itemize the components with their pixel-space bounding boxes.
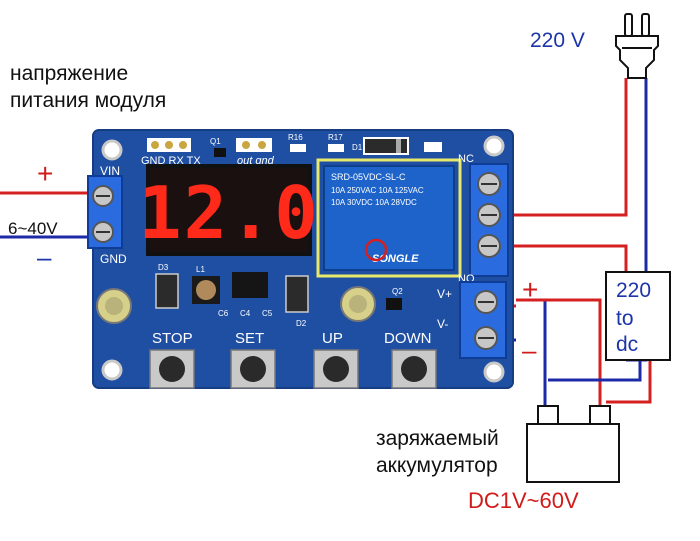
battery-label-line1: заряжаемый [376,427,499,450]
converter-plus-wire [606,360,652,404]
ref-d3: D3 [158,263,169,272]
relay-contact-marker [364,238,388,262]
supply-range-label: 6~40V [8,219,58,238]
uart-header [147,138,191,152]
diode-d3 [155,273,179,309]
transistor-q1 [214,148,226,157]
supply-minus-sign: – [37,242,52,272]
terminal-gnd-label: GND [100,252,127,266]
battery-minus-sign: – [522,335,537,365]
ref-c4: C4 [240,309,251,318]
converter-label-line1: 220 [616,279,652,302]
mounting-hole [101,139,123,161]
mains-plug-icon [615,13,659,79]
terminal-vminus-label: V- [437,317,448,331]
battery-label-line2: аккумулятор [376,454,498,477]
button-stop-label: STOP [152,330,193,347]
converter-label-line3: dc [616,333,639,356]
resistor-r17 [328,144,344,152]
button-set-label: SET [235,330,264,347]
button-stop[interactable] [149,349,195,389]
ref-q2: Q2 [392,287,403,296]
battery-plus-wire [516,298,602,410]
terminal-vplus-label: V+ [437,287,452,301]
module-supply-label-line1: напряжение [10,62,129,85]
supply-plus-sign: + [37,158,54,189]
terminal-relay [469,163,509,277]
ref-r16: R16 [288,133,303,142]
display-value: 12.0 [138,171,319,255]
terminal-vin-gnd [87,175,123,249]
converter-minus-wire [548,360,642,382]
out-header [236,138,272,152]
terminal-nc-label: NC [458,153,474,165]
button-set[interactable] [230,349,276,389]
converter-label-line2: to [616,307,634,330]
resistor-smd [424,142,442,152]
terminal-battery [459,281,507,359]
button-down-label: DOWN [384,330,432,347]
ref-c6: C6 [218,309,229,318]
mounting-hole [483,135,505,157]
relay: SRD-05VDC-SL-C 10A 250VAC 10A 125VAC 10A… [323,165,455,271]
ic-chip [232,272,268,298]
button-up[interactable] [313,349,359,389]
fuse [285,275,309,313]
diode-d1 [363,137,409,155]
battery-icon [526,405,620,483]
resistor-r16 [290,144,306,152]
button-down[interactable] [391,349,437,389]
ref-c5: C5 [262,309,273,318]
converter-box [605,271,671,361]
capacitor-right [340,286,376,322]
terminal-vin-label: VIN [100,164,120,178]
ref-q1: Q1 [210,137,221,146]
relay-model: SRD-05VDC-SL-C [331,172,406,182]
ref-r17: R17 [328,133,343,142]
mounting-hole [483,361,505,383]
capacitor-left [96,288,132,324]
relay-highlight [316,158,462,278]
relay-module-board: GND RX TX out gnd Q1 R16 R17 D1 12.0 VIN… [87,129,514,389]
relay-rating-1: 10A 250VAC 10A 125VAC [331,186,424,195]
mounting-hole [101,359,123,381]
mains-voltage-label: 220 V [530,29,585,52]
relay-no-wire [470,244,628,272]
ref-d2: D2 [296,319,307,328]
relay-rating-2: 10A 30VDC 10A 28VDC [331,198,417,207]
module-supply-label-line2: питания модуля [10,89,167,112]
battery-plus-sign: + [522,274,539,305]
ref-l1: L1 [196,265,205,274]
transistor-q2 [386,298,402,310]
led-display: 12.0 [138,164,319,256]
button-up-label: UP [322,330,343,347]
battery-range-label: DC1V~60V [468,488,579,513]
ref-d1: D1 [352,143,363,152]
